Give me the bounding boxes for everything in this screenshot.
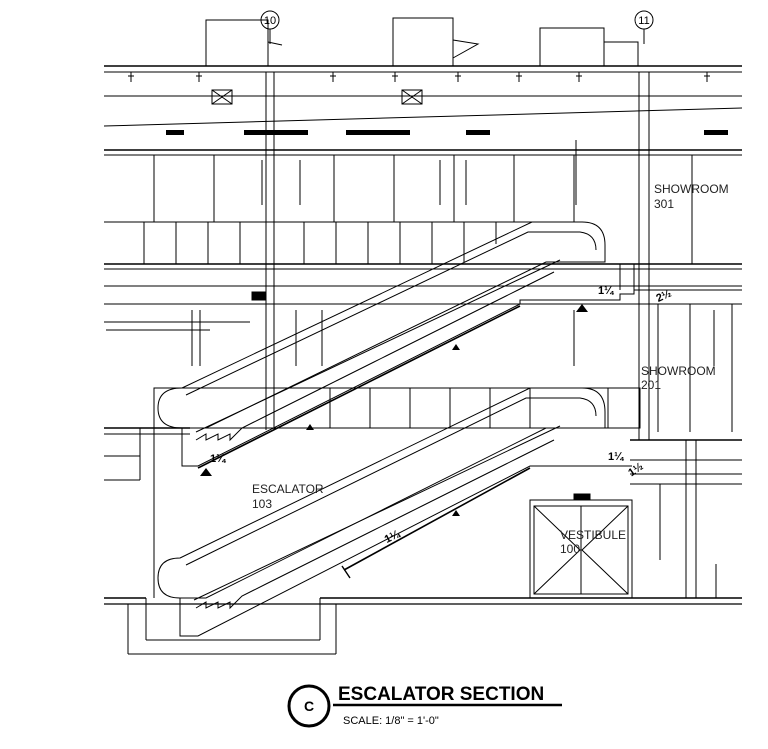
level-markers: [200, 304, 588, 516]
room-name-showroom-201: SHOWROOM: [641, 364, 716, 378]
room-number-vestibule-100: 100: [560, 542, 580, 556]
grid-bubble-11: 11: [638, 15, 649, 27]
right-wall: [659, 440, 717, 598]
dimension-lower-diagonal: 1¼: [383, 528, 403, 546]
grid-line-11: [634, 10, 654, 44]
ceiling-lights: [166, 130, 728, 135]
lower-escalator: [157, 387, 632, 637]
section-mark-circle: [287, 684, 331, 728]
room-number-escalator-103: 103: [252, 497, 272, 511]
drawing-title: ESCALATOR SECTION: [338, 684, 544, 705]
room-name-showroom-301: SHOWROOM: [654, 182, 729, 196]
dimension-mid-right: 1¼: [608, 451, 624, 463]
dimension-upper-right: 1¼: [598, 285, 614, 297]
level-2-slab: [104, 387, 742, 485]
room-number-showroom-301: 301: [654, 197, 674, 211]
title-block: C ESCALATOR SECTION SCALE: 1/8" = 1'-0": [287, 684, 562, 728]
grid-bubble-10: 10: [264, 15, 276, 27]
section-mark: C: [304, 698, 314, 714]
columns: [265, 72, 650, 440]
dimension-mid-right-angle: 1½: [626, 461, 645, 480]
roof-structure: [103, 65, 743, 156]
room-name-escalator-103: ESCALATOR: [252, 482, 324, 496]
drawing-scale: SCALE: 1/8" = 1'-0": [343, 715, 439, 727]
level-3-storefront: [104, 140, 742, 305]
vestibule-doors: [529, 493, 633, 599]
grid-line-10: [260, 10, 280, 44]
ground-floor: [104, 388, 742, 655]
dimension-mid-left: 1¼: [210, 453, 226, 465]
dimension-upper-right-angle: 2½: [654, 288, 673, 305]
room-number-showroom-201: 201: [641, 378, 661, 392]
room-name-vestibule-100: VESTIBULE: [560, 528, 626, 542]
upper-escalator: [157, 221, 742, 469]
level-2-storefront: [104, 291, 733, 432]
